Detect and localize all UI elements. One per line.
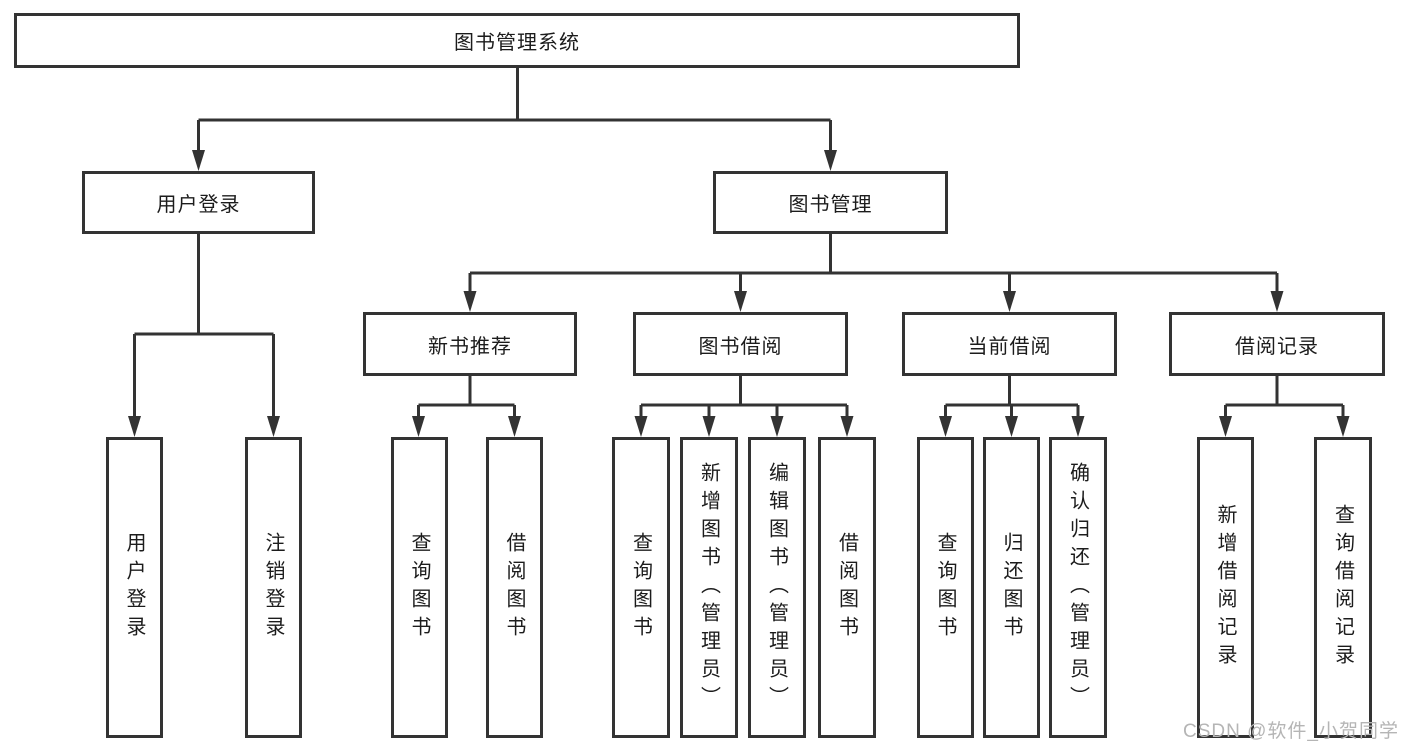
- node-library-management-system: 图书管理系统: [14, 13, 1020, 68]
- leaf-add-books-admin: 新增图书（管理员）: [680, 437, 738, 738]
- leaf-label: 查询图书: [408, 531, 430, 644]
- node-user-login: 用户登录: [82, 171, 315, 234]
- node-book-borrow: 图书借阅: [633, 312, 848, 376]
- leaf-label: 查询图书: [629, 531, 652, 644]
- node-label: 图书管理系统: [454, 32, 580, 54]
- leaf-query-books-borrow: 查询图书: [612, 437, 670, 738]
- leaf-label: 用户登录: [123, 531, 145, 644]
- leaf-label: 借阅图书: [503, 531, 525, 644]
- leaf-query-books-recommend: 查询图书: [391, 437, 448, 738]
- node-label: 当前借阅: [967, 335, 1052, 358]
- leaf-borrow-books-recommend: 借阅图书: [486, 437, 543, 738]
- leaf-query-books-current: 查询图书: [917, 437, 974, 738]
- leaf-logout: 注销登录: [245, 437, 302, 738]
- node-borrow-records: 借阅记录: [1169, 312, 1385, 376]
- node-label: 用户登录: [156, 194, 241, 216]
- node-label: 新书推荐: [428, 335, 512, 358]
- leaf-label: 确认归还（管理员）: [1066, 461, 1089, 714]
- node-current-borrow: 当前借阅: [902, 312, 1117, 376]
- leaf-label: 归还图书: [1000, 531, 1022, 644]
- leaf-label: 查询借阅记录: [1331, 503, 1354, 672]
- leaf-label: 编辑图书（管理员）: [765, 461, 788, 714]
- leaf-add-borrow-record: 新增借阅记录: [1197, 437, 1254, 738]
- node-label: 图书管理: [788, 194, 873, 216]
- node-book-management: 图书管理: [713, 171, 948, 234]
- node-new-book-recommend: 新书推荐: [363, 312, 577, 376]
- leaf-label: 新增图书（管理员）: [697, 461, 720, 714]
- arrowheads: [128, 150, 1350, 437]
- leaf-user-login: 用户登录: [106, 437, 163, 738]
- leaf-label: 注销登录: [262, 531, 284, 644]
- watermark: CSDN @软件_小贺同学: [1183, 721, 1399, 742]
- leaf-return-books: 归还图书: [983, 437, 1040, 738]
- connector-paths: [133, 68, 1345, 418]
- leaf-label: 借阅图书: [835, 531, 858, 644]
- leaf-confirm-return-admin: 确认归还（管理员）: [1049, 437, 1107, 738]
- leaf-borrow-books: 借阅图书: [818, 437, 876, 738]
- leaf-label: 查询图书: [934, 531, 956, 644]
- node-label: 图书借阅: [698, 335, 783, 358]
- leaf-query-borrow-record: 查询借阅记录: [1314, 437, 1372, 738]
- node-label: 借阅记录: [1235, 335, 1319, 358]
- leaf-edit-books-admin: 编辑图书（管理员）: [748, 437, 806, 738]
- leaf-label: 新增借阅记录: [1214, 503, 1236, 672]
